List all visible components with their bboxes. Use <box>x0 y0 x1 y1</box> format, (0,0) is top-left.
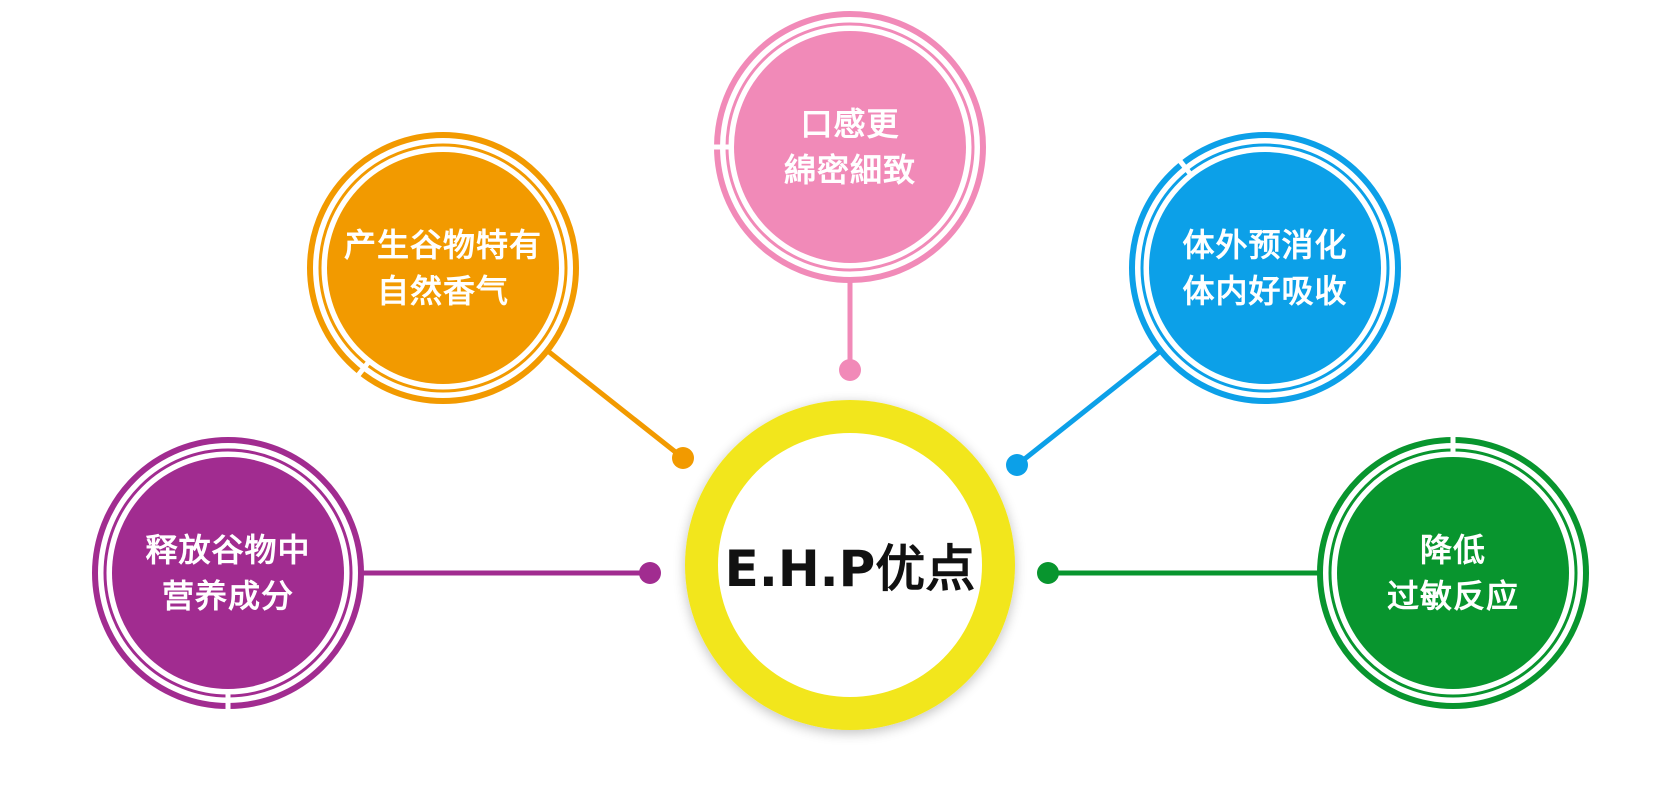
connectors-layer <box>358 277 1323 584</box>
node-disc-aroma <box>327 152 559 384</box>
node-ring-notch-aroma <box>356 359 372 377</box>
connector-dot-allergy <box>1037 562 1059 584</box>
connector-dot-aroma <box>672 447 694 469</box>
connector-line-digestion <box>1014 348 1164 468</box>
node-disc-digestion <box>1149 152 1381 384</box>
node-disc-texture <box>734 31 966 263</box>
connector-dot-nutrients <box>639 562 661 584</box>
nodes-layer <box>92 11 1589 710</box>
center-inner-disc <box>718 433 982 697</box>
connector-dot-digestion <box>1006 454 1028 476</box>
node-disc-nutrients <box>112 457 344 689</box>
connector-line-aroma <box>544 348 686 461</box>
center-node <box>685 400 1015 730</box>
node-disc-allergy <box>1337 457 1569 689</box>
node-inner-ring-digestion <box>1140 143 1390 393</box>
connector-dot-texture <box>839 359 861 381</box>
node-inner-ring-aroma <box>318 143 568 393</box>
node-ring-notch-digestion <box>1177 159 1193 177</box>
